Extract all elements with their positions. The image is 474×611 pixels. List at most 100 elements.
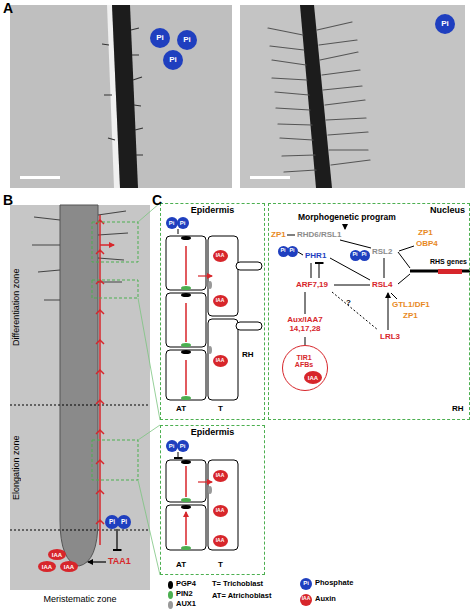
root-micrograph [60, 205, 98, 566]
network-arrow [345, 224, 346, 229]
node-text: IAA [216, 473, 225, 478]
auxin-circle: IAA [213, 250, 228, 262]
transporter [181, 460, 191, 464]
epidermal-cell [236, 322, 262, 330]
auxin-flow-arrow [96, 215, 114, 545]
panel-frame: EpidermisPi PiIAA IAA IAA [160, 203, 265, 420]
label-text: Differentiation zone [11, 215, 23, 400]
auxin-transport-arrow [198, 481, 212, 482]
node-text: Pi [361, 252, 366, 258]
label-text: T [218, 404, 223, 413]
auxin-transport-arrow [178, 229, 179, 458]
transporter [181, 396, 191, 400]
label-text: RSL4 [372, 280, 392, 289]
label-text: RH [242, 350, 254, 359]
transporter [181, 293, 191, 297]
phosphate-circle: Pi [359, 250, 370, 261]
auxin-circle: IAA [38, 561, 56, 572]
label-text: Elongation zone [11, 410, 23, 525]
epidermal-cell [166, 236, 262, 550]
panel-heading: Epidermis [161, 205, 264, 215]
micrograph-left [10, 5, 232, 188]
panel-letter: C [152, 192, 162, 208]
label-text: Pi [300, 580, 312, 587]
phosphate-circle: Pi [287, 246, 298, 257]
regulation-line [116, 529, 117, 550]
node-text: TIR1 AFBs [289, 354, 320, 369]
node-text: IAA [216, 358, 225, 363]
micrograph-right [300, 5, 332, 188]
node-text: Pi [289, 248, 294, 254]
node-text: Pi [180, 443, 186, 449]
legend-text: Phosphate [315, 579, 353, 588]
auxin-transport-arrow [198, 275, 212, 276]
auxin-circle: IAA [213, 355, 228, 367]
auxin-circle: IAA [213, 295, 228, 307]
micrograph-left [112, 5, 138, 188]
node-text: Pi [180, 220, 186, 226]
node-text: IAA [216, 298, 225, 303]
micrograph-left [10, 5, 232, 188]
network-arrow [438, 269, 462, 274]
zoom-frame [92, 280, 138, 298]
label-text: Morphogenetic program [298, 213, 396, 223]
transporter [208, 281, 212, 289]
legend-swatch [168, 601, 173, 609]
label-text: GTL1/DF1 [392, 300, 430, 309]
panel-letter: A [3, 0, 13, 16]
panel-heading: Epidermis [161, 427, 264, 437]
legend-text: AUX1 [176, 600, 196, 609]
label-text: RH [452, 404, 464, 413]
node-text: IAA [308, 375, 318, 381]
root-micrograph [10, 405, 150, 530]
auxin-flow-arrow [99, 215, 101, 545]
phosphate-circle: Pi [435, 14, 455, 34]
epidermal-cell [208, 460, 238, 550]
node-text: IAA [216, 508, 225, 513]
phosphate-circle: Pi [163, 50, 183, 70]
label-text: TAA1 [108, 556, 131, 566]
node-text: Pi [156, 34, 164, 42]
label-text: RHS genes [430, 258, 467, 266]
regulation-line [88, 561, 106, 562]
node-text: Pi [121, 519, 127, 526]
zoom-frame [92, 440, 138, 480]
legend-text: PIN2 [176, 590, 193, 599]
micrograph-right [268, 22, 370, 172]
phosphate-circle: Pi [166, 440, 178, 452]
legend-swatch [168, 581, 173, 589]
micrograph-right [240, 5, 465, 188]
auxin-flow-arrow [96, 220, 104, 524]
label-text: ARF7,19 [296, 280, 328, 289]
micrograph-left [20, 176, 60, 179]
micrograph-left [102, 28, 143, 155]
label-text: PHR1 [305, 251, 326, 260]
epidermal-cell [208, 236, 238, 316]
label-text: IAA [300, 596, 312, 602]
panel-frame: EpidermisPiPiIAAIAAIAA [160, 425, 265, 575]
root-micrograph [10, 205, 150, 590]
transporter [208, 486, 212, 494]
phosphate-circle: Pi [166, 217, 178, 229]
label-text: T= Trichoblast [212, 580, 263, 589]
label-text: ? [346, 298, 351, 307]
label-text: T [218, 560, 223, 569]
zoom-frame [92, 222, 138, 262]
label-text: RHD6/RSL1 [297, 230, 341, 239]
transporter [181, 286, 191, 290]
network-arrow [332, 292, 378, 330]
label-text: Aux/IAA7 14,17,28 [280, 315, 330, 333]
node-text: Pi [169, 220, 175, 226]
auxin-circle: IAA [304, 371, 322, 384]
node-text: IAA [216, 253, 225, 258]
node-text: Pi [109, 519, 115, 526]
root-micrograph [10, 205, 150, 590]
label-text: ZP1 [271, 230, 286, 239]
transporter [181, 236, 191, 240]
label-text: ZP1 [403, 311, 418, 320]
auxin-transport-arrow [178, 229, 212, 545]
transporter [181, 546, 191, 550]
node-text: Pi [352, 252, 357, 258]
micrograph-right [240, 5, 465, 188]
legend-swatch [168, 591, 173, 599]
